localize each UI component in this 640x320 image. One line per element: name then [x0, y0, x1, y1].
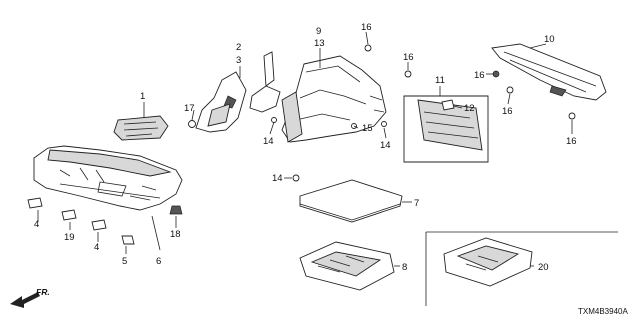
- callout-14b: 14: [380, 140, 391, 151]
- callout-19: 19: [64, 232, 75, 243]
- callout-15: 15: [362, 123, 373, 134]
- part-spare-tray: [443, 237, 533, 287]
- callout-13: 13: [314, 38, 325, 49]
- front-direction-arrow: FR.: [10, 287, 50, 308]
- part-trunk-side-lining: [281, 55, 387, 143]
- part-floor-board: [299, 179, 403, 223]
- part-bracket: [113, 115, 169, 141]
- part-side-trim-cover: [249, 51, 281, 113]
- part-trunk-panel: [403, 95, 489, 163]
- part-storage-tray: [299, 241, 395, 291]
- part-side-trim-left: [195, 71, 247, 133]
- callout-18: 18: [170, 229, 181, 240]
- part-rear-shelf: [33, 145, 183, 211]
- leader-lines: [37, 31, 573, 267]
- part-long-trim: [491, 43, 607, 101]
- callout-7: 7: [414, 198, 419, 209]
- callout-5: 5: [122, 256, 127, 267]
- callout-labels: 1 2 3 4 4 5 6 7 8 9 10 11 12 13 14 14 14…: [34, 22, 577, 273]
- callout-14c: 14: [272, 173, 283, 184]
- clip-parts: [27, 44, 576, 245]
- callout-4a: 4: [34, 219, 39, 230]
- callout-16c: 16: [474, 70, 485, 81]
- callout-17: 17: [184, 103, 195, 114]
- callout-3: 3: [236, 55, 241, 66]
- callout-1: 1: [140, 91, 145, 102]
- callout-9: 9: [316, 26, 321, 37]
- callout-12: 12: [464, 103, 475, 114]
- callout-11: 11: [435, 75, 445, 86]
- callout-16d: 16: [502, 106, 513, 117]
- callout-16a: 16: [361, 22, 372, 33]
- callout-4b: 4: [94, 242, 99, 253]
- front-direction-label: FR.: [36, 287, 50, 297]
- callout-16b: 16: [403, 52, 414, 63]
- diagram-code: TXM4B3940A: [578, 307, 628, 316]
- callout-8: 8: [402, 262, 407, 273]
- callout-16e: 16: [566, 136, 577, 147]
- callout-10: 10: [544, 34, 555, 45]
- callout-2: 2: [236, 42, 241, 53]
- callout-20: 20: [538, 262, 549, 273]
- detail-frame: [425, 231, 618, 306]
- callout-6: 6: [156, 256, 161, 267]
- callout-14a: 14: [263, 136, 274, 147]
